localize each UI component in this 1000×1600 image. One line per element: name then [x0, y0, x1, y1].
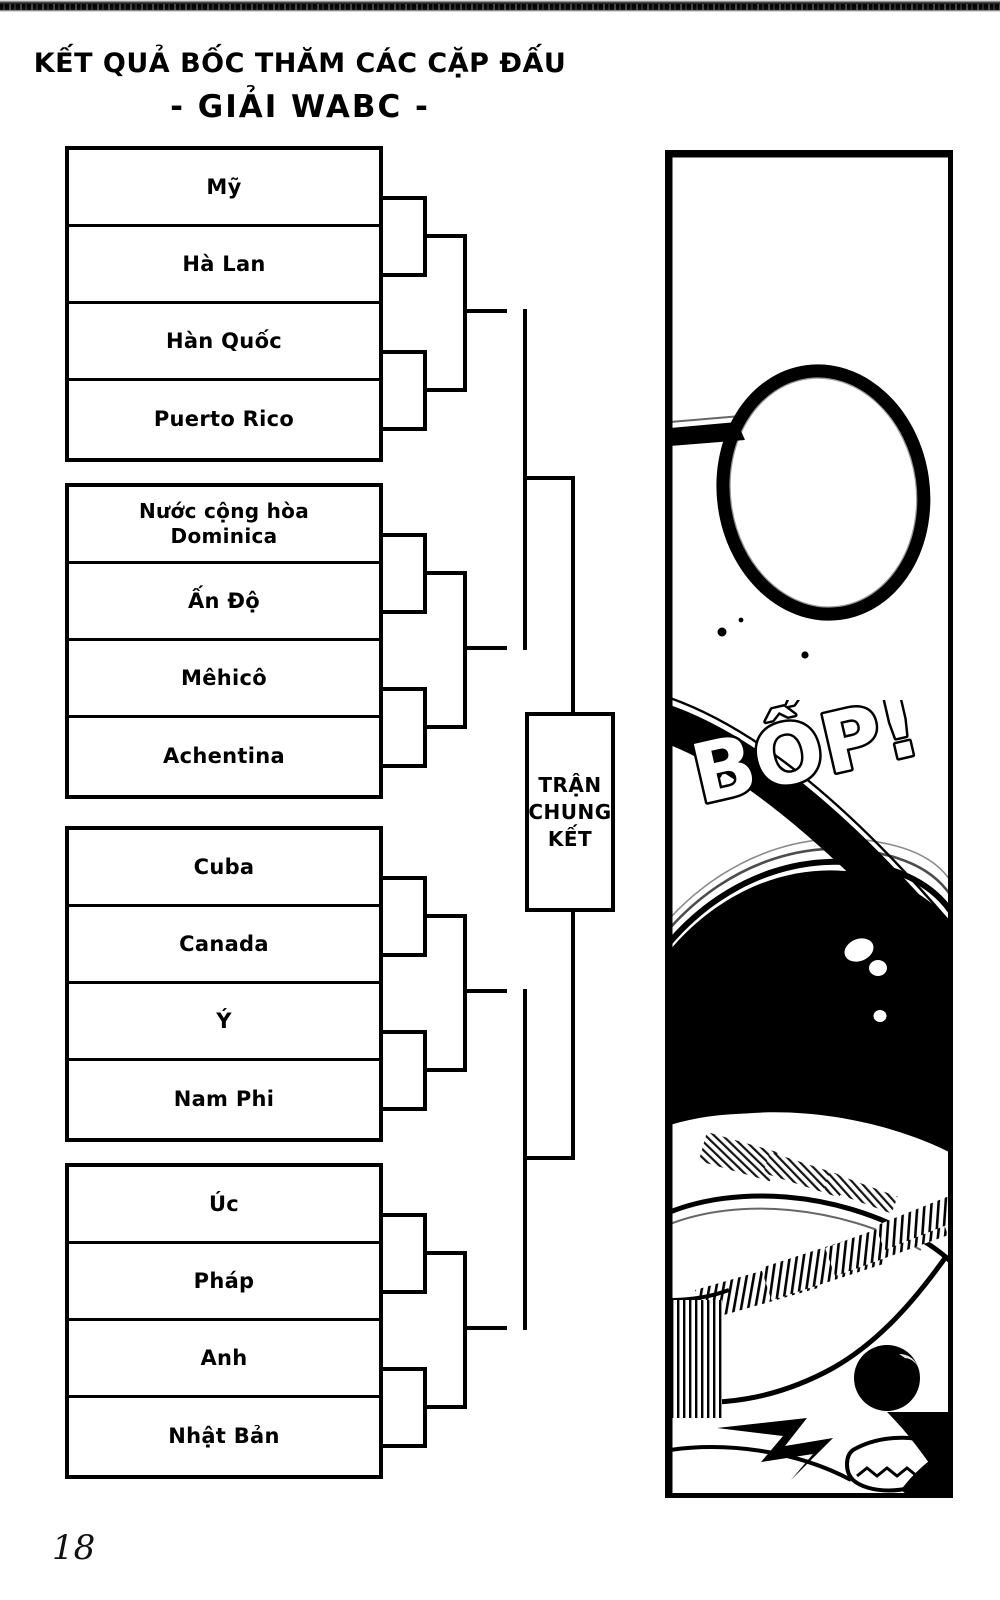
- page-title-line-2: - GIẢI WABC -: [170, 89, 430, 125]
- bracket-connector: [383, 687, 427, 691]
- speckle: [712, 769, 722, 779]
- team-name: Anh: [200, 1345, 248, 1370]
- team-name: Hàn Quốc: [165, 328, 283, 353]
- team-name: Cuba: [193, 854, 255, 879]
- team-group-3: Cuba Canada Ý Nam Phi: [65, 826, 383, 1142]
- manga-artwork: [670, 155, 948, 1493]
- bracket-connector: [523, 476, 573, 480]
- bracket-connector: [463, 1251, 467, 1409]
- team-row[interactable]: Nhật Bản: [69, 1398, 379, 1475]
- page-title: KẾT QUẢ BỐC THĂM CÁC CẶP ĐẤU - GIẢI WABC…: [0, 48, 600, 125]
- edge-shading: [670, 1300, 722, 1418]
- bracket-connector: [383, 1030, 427, 1034]
- bracket-connector: [523, 1156, 573, 1160]
- manga-art-panel: BỐP!: [665, 150, 953, 1498]
- speckle: [738, 617, 744, 623]
- team-name: Ấn Độ: [187, 588, 261, 613]
- bracket-connector: [463, 646, 507, 650]
- team-row[interactable]: Cuba: [69, 830, 379, 907]
- team-name: Ý: [216, 1008, 232, 1033]
- bracket-connector: [383, 1290, 427, 1294]
- scan-artifact-texture: [0, 4, 1000, 10]
- team-group-1: Mỹ Hà Lan Hàn Quốc Puerto Rico: [65, 146, 383, 462]
- bracket-connector: [423, 1068, 467, 1072]
- speckle: [801, 651, 809, 659]
- bracket-connector: [383, 764, 427, 768]
- bracket-connector: [423, 234, 467, 238]
- bracket-connector: [423, 388, 467, 392]
- page-title-line-1: KẾT QUẢ BỐC THĂM CÁC CẶP ĐẤU: [33, 48, 567, 79]
- bracket-connector: [463, 309, 507, 313]
- bracket-connector: [423, 1251, 467, 1255]
- team-name: Hà Lan: [182, 251, 266, 276]
- team-name: Úc: [208, 1191, 240, 1216]
- team-row[interactable]: Mêhicô: [69, 641, 379, 718]
- hatch-shading-forehead: [698, 1132, 898, 1214]
- bracket-connector: [383, 1213, 427, 1217]
- team-name: Achentina: [163, 744, 285, 769]
- team-row[interactable]: Mỹ: [69, 150, 379, 227]
- team-name: Nhật Bản: [168, 1424, 280, 1449]
- head-dome: [670, 837, 948, 1152]
- bracket-connector: [383, 1107, 427, 1111]
- hoop-ring: [716, 364, 931, 621]
- bracket-connector: [463, 989, 507, 993]
- bracket-connector: [383, 350, 427, 354]
- team-name: Canada: [179, 931, 269, 956]
- anger-slash: [717, 1418, 833, 1480]
- bracket-connector: [423, 914, 467, 918]
- bracket-connector: [383, 876, 427, 880]
- bracket-connector: [383, 953, 427, 957]
- team-row[interactable]: Ấn Độ: [69, 564, 379, 641]
- bracket-connector: [383, 196, 427, 200]
- bracket-connector: [463, 571, 467, 729]
- team-name: Mêhicô: [181, 665, 267, 690]
- bracket-connector: [383, 1444, 427, 1448]
- team-name: Nam Phi: [173, 1087, 275, 1112]
- bracket-connector: [463, 234, 467, 392]
- team-name: Mỹ: [206, 174, 242, 199]
- team-name: Pháp: [193, 1268, 255, 1293]
- bracket-connector: [383, 533, 427, 537]
- team-row[interactable]: Hàn Quốc: [69, 304, 379, 381]
- bracket-connector: [423, 1405, 467, 1409]
- team-row[interactable]: Hà Lan: [69, 227, 379, 304]
- team-row[interactable]: Nam Phi: [69, 1061, 379, 1138]
- team-group-4: Úc Pháp Anh Nhật Bản: [65, 1163, 383, 1479]
- team-name: Puerto Rico: [153, 407, 295, 432]
- bracket-connector: [423, 725, 467, 729]
- team-row[interactable]: Pháp: [69, 1244, 379, 1321]
- page-number: 18: [52, 1528, 96, 1568]
- bracket-connector: [383, 1367, 427, 1371]
- team-row[interactable]: Puerto Rico: [69, 381, 379, 458]
- team-row[interactable]: Ý: [69, 984, 379, 1061]
- bracket-connector: [463, 914, 467, 1072]
- team-row[interactable]: Úc: [69, 1167, 379, 1244]
- speckle: [717, 627, 727, 637]
- team-row[interactable]: Canada: [69, 907, 379, 984]
- bracket-connector: [383, 610, 427, 614]
- bracket-connector: [423, 571, 467, 575]
- bracket-connector: [383, 273, 427, 277]
- team-row[interactable]: Anh: [69, 1321, 379, 1398]
- bracket-connector: [383, 427, 427, 431]
- tournament-bracket: Mỹ Hà Lan Hàn Quốc Puerto Rico Nước cộng…: [65, 146, 615, 1479]
- eye: [854, 1345, 920, 1411]
- team-row[interactable]: Achentina: [69, 718, 379, 795]
- bracket-connector: [463, 1326, 507, 1330]
- visor-hatching: [695, 1192, 948, 1321]
